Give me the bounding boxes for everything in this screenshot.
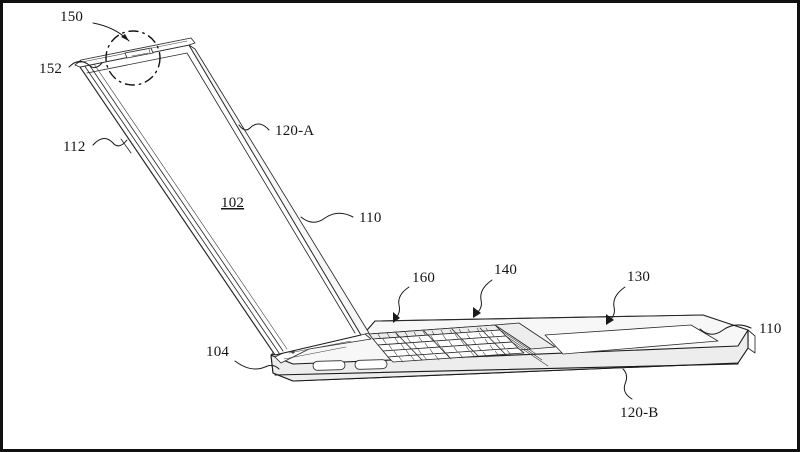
- leader-120b: [622, 368, 633, 400]
- port-opening-1: [312, 360, 346, 371]
- leader-140: [475, 279, 493, 315]
- label-110-base: 110: [759, 321, 782, 337]
- label-152: 152: [39, 61, 62, 77]
- label-112: 112: [63, 139, 86, 155]
- patent-drawing-canvas: 150 152 112 120-A 102 110 104 160 140 13…: [39, 9, 782, 421]
- display-bezel-inner: [86, 52, 356, 334]
- keyboard-140: [368, 322, 556, 367]
- panel-edge-seam: [120, 138, 132, 154]
- leader-152: [68, 61, 103, 69]
- leader-110-display: [300, 212, 354, 223]
- reference-numeral-labels: 150 152 112 120-A 102 110 104 160 140 13…: [39, 9, 782, 421]
- label-160: 160: [412, 270, 435, 286]
- arrowhead-150: [121, 34, 129, 41]
- arrowhead-130: [606, 314, 614, 325]
- label-102: 102: [221, 195, 244, 211]
- leader-lines: [68, 22, 752, 400]
- display-housing-120a: [74, 37, 370, 356]
- arrowhead-160: [393, 312, 400, 323]
- leader-112: [92, 138, 128, 147]
- base-right-bevel: [702, 314, 749, 331]
- display-panel-edge-112: [79, 60, 288, 356]
- port-opening-2: [354, 359, 388, 370]
- leader-104: [234, 360, 280, 370]
- label-120-a: 120-A: [275, 123, 314, 139]
- side-ports: [312, 359, 388, 371]
- keyboard-right-block: [494, 322, 556, 350]
- keyboard-main-rows: [372, 329, 525, 363]
- arrowhead-140: [473, 307, 481, 318]
- base-rear-edge: [374, 314, 704, 322]
- leader-130: [608, 286, 626, 322]
- label-110-display: 110: [359, 210, 382, 226]
- leader-110-base: [699, 324, 752, 335]
- leader-160: [394, 286, 410, 320]
- label-120-b: 120-B: [620, 405, 659, 421]
- leader-120a: [238, 123, 270, 131]
- display-outer-wall-110: [188, 44, 370, 336]
- trackpad-130: [544, 324, 719, 355]
- base-right-endcap: [747, 329, 756, 354]
- label-130: 130: [627, 269, 650, 285]
- detail-circle-150: [105, 30, 161, 86]
- base-bottom-edge: [274, 363, 739, 376]
- keyboard-row-5: [387, 347, 525, 363]
- label-104: 104: [206, 344, 229, 360]
- keyboard-column-separators: [395, 327, 507, 361]
- trackpad-surface: [544, 324, 719, 355]
- display-top-notch-detail: [124, 47, 154, 59]
- label-140: 140: [494, 262, 517, 278]
- label-150: 150: [60, 9, 83, 25]
